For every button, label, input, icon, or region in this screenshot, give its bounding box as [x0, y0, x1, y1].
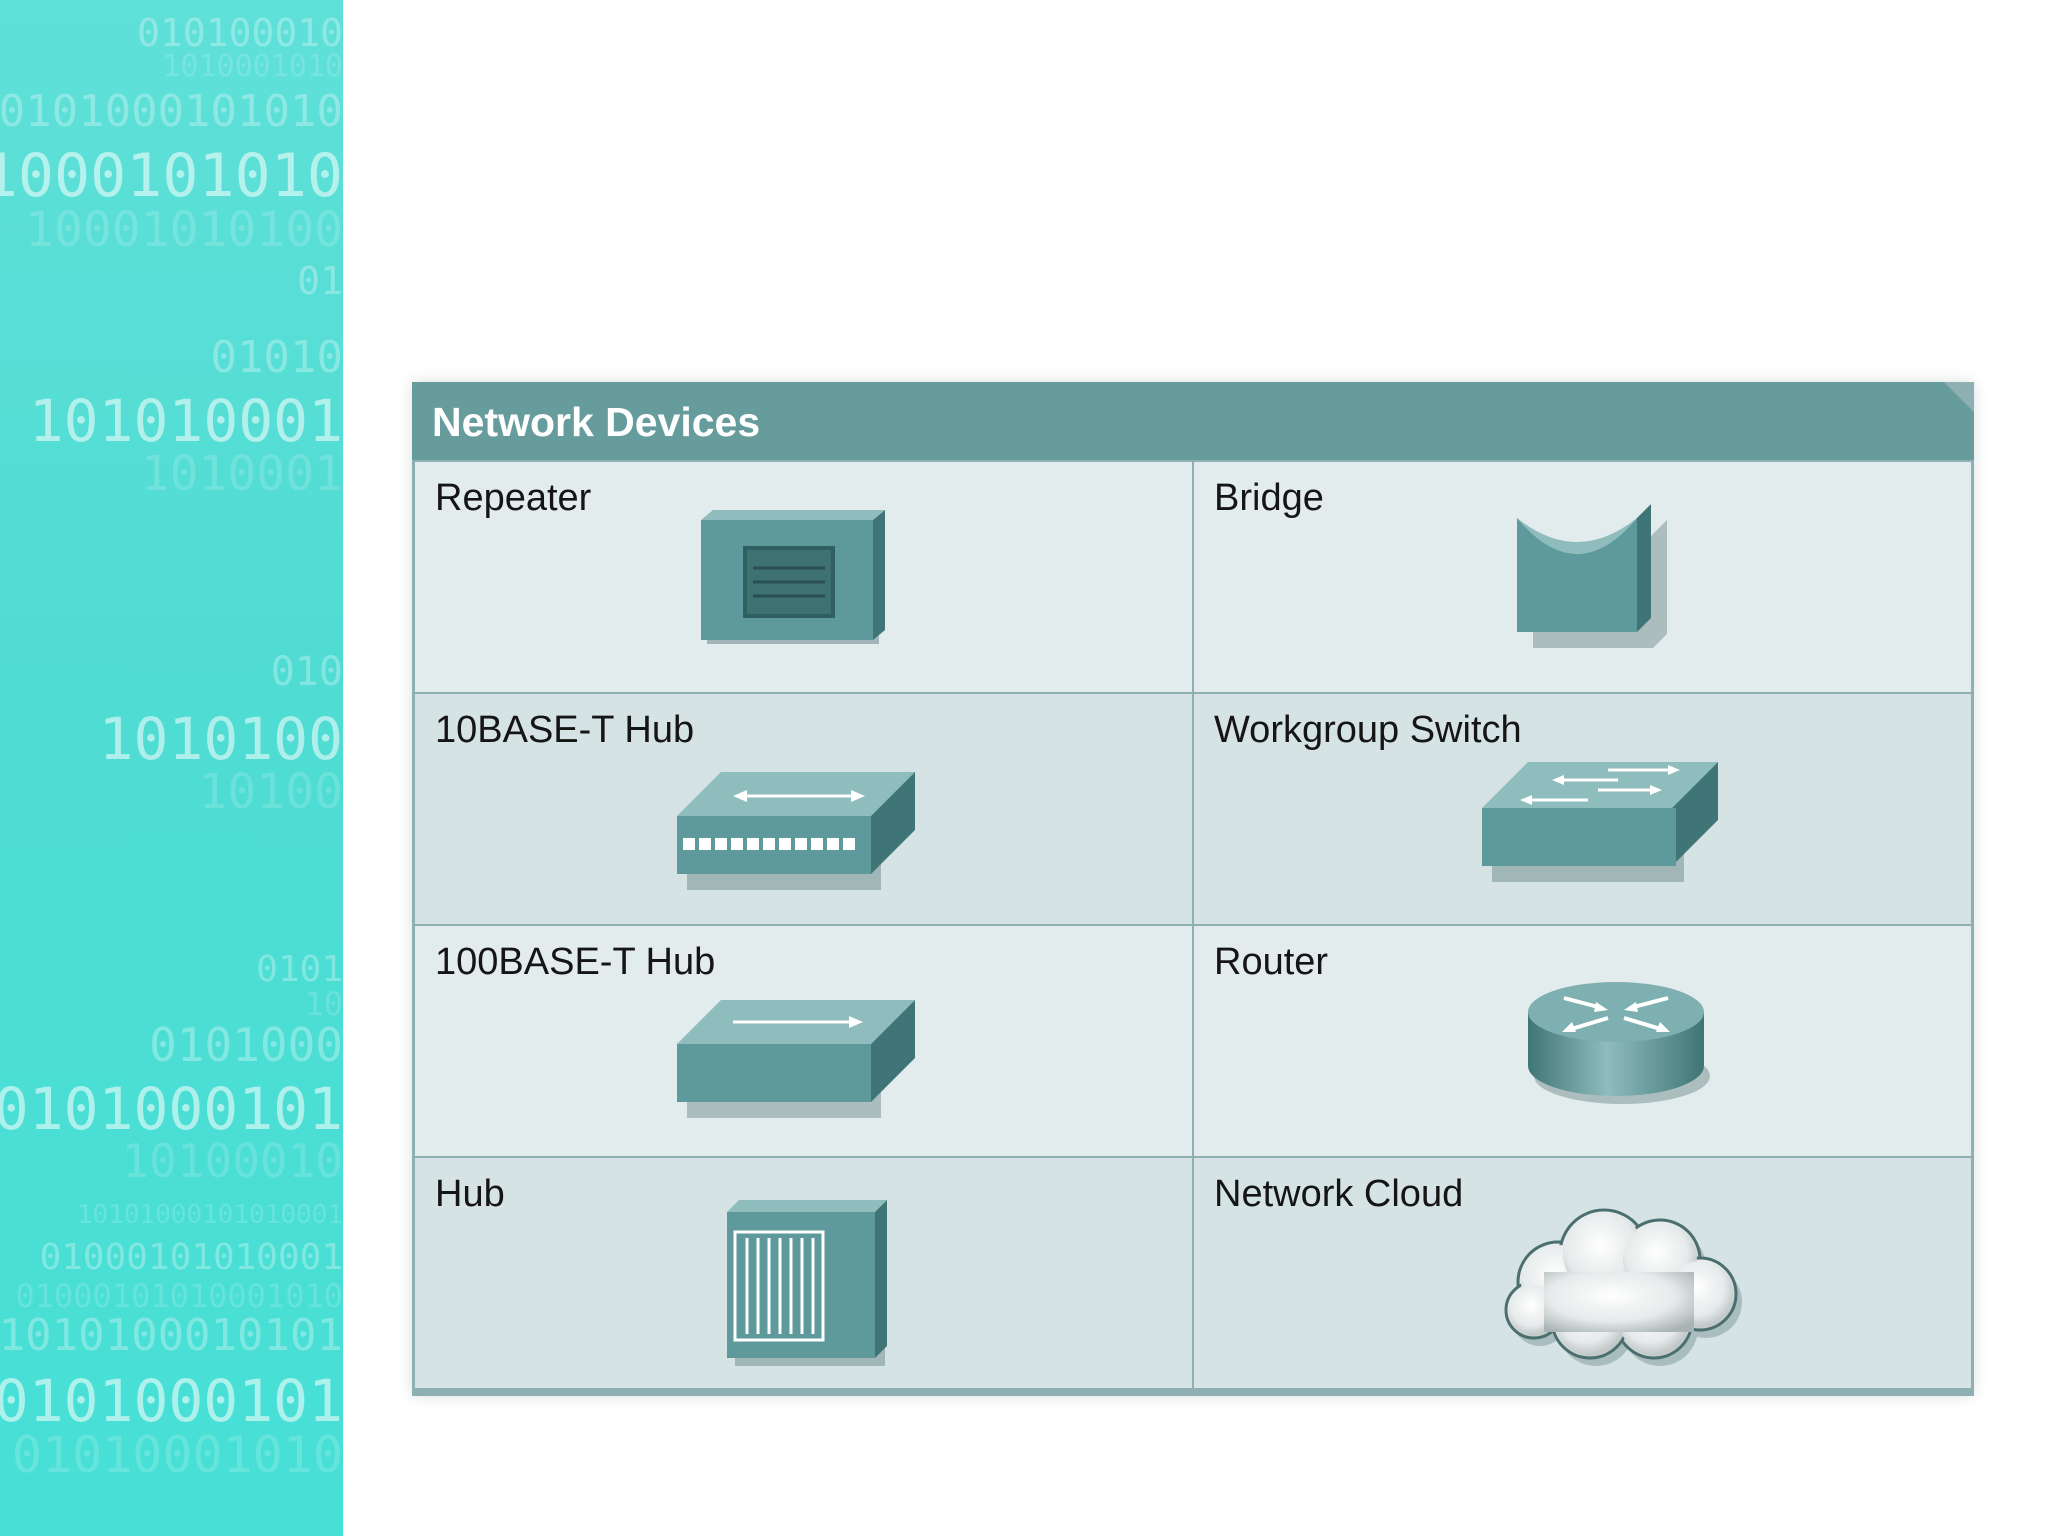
device-label: 10BASE-T Hub — [435, 709, 695, 751]
binary-line: 01000101010001 — [39, 1237, 343, 1278]
binary-line: 10 — [304, 985, 343, 1023]
device-label: Router — [1214, 941, 1329, 983]
binary-line: 1010001010 — [162, 49, 343, 84]
network-devices-table: Network Devices Repeater Bridge 10BASE-T… — [412, 382, 1974, 1396]
binary-line: 0101000101010 — [0, 86, 343, 137]
device-cell-workgroup-switch: Workgroup Switch — [1194, 694, 1971, 924]
device-cell-10base-t-hub: 10BASE-T Hub — [415, 694, 1192, 924]
device-cell-network-cloud: Network Cloud — [1194, 1158, 1971, 1388]
workgroup-switch-icon — [1482, 762, 1718, 882]
binary-line: 0101000101 — [0, 1367, 343, 1435]
bridge-icon — [1517, 504, 1667, 648]
binary-line: 10100 — [198, 764, 344, 820]
binary-line: 01010 — [210, 332, 343, 383]
device-cell-bridge: Bridge — [1194, 462, 1971, 692]
repeater-icon — [701, 510, 885, 644]
binary-line: 010 — [270, 649, 343, 695]
binary-line: 1010001 — [140, 446, 343, 502]
device-label: Repeater — [435, 477, 592, 519]
100base-t-hub-icon — [677, 1000, 915, 1118]
hub-icon — [727, 1200, 887, 1366]
device-label: Workgroup Switch — [1214, 709, 1522, 751]
binary-sidebar: 010100010 1010001010 0101000101010 10001… — [0, 0, 343, 1536]
network-cloud-icon — [1504, 1208, 1742, 1366]
router-icon — [1528, 982, 1710, 1104]
binary-line: 10101000101010001 — [76, 1200, 343, 1230]
binary-line: 01010001010 — [11, 1426, 343, 1484]
binary-line: 10001010100 — [25, 202, 343, 258]
binary-line: 0101000101 — [0, 1075, 343, 1143]
table-header: Network Devices — [412, 382, 1974, 460]
binary-line: 101010001 — [28, 387, 343, 455]
binary-line: 0101 — [256, 949, 343, 990]
device-cell-router: Router — [1194, 926, 1971, 1156]
binary-line: 01000101010001010 — [15, 1277, 343, 1315]
device-label: Bridge — [1214, 477, 1324, 519]
device-label: Network Cloud — [1214, 1173, 1464, 1215]
binary-line: 10100010 — [121, 1134, 343, 1188]
binary-line: 01 — [297, 259, 343, 303]
device-label: 100BASE-T Hub — [435, 941, 716, 983]
10base-t-hub-icon — [677, 772, 915, 890]
device-cell-100base-t-hub: 100BASE-T Hub — [415, 926, 1192, 1156]
table-title: Network Devices — [432, 399, 761, 445]
device-cell-repeater: Repeater — [415, 462, 1192, 692]
binary-line: 010100010 — [137, 11, 343, 55]
binary-line: 1000101010 — [0, 141, 343, 211]
binary-line: 0101000 — [149, 1018, 343, 1072]
device-label: Hub — [435, 1173, 505, 1215]
device-cell-hub: Hub — [415, 1158, 1192, 1388]
binary-line: 1010100 — [98, 705, 343, 773]
